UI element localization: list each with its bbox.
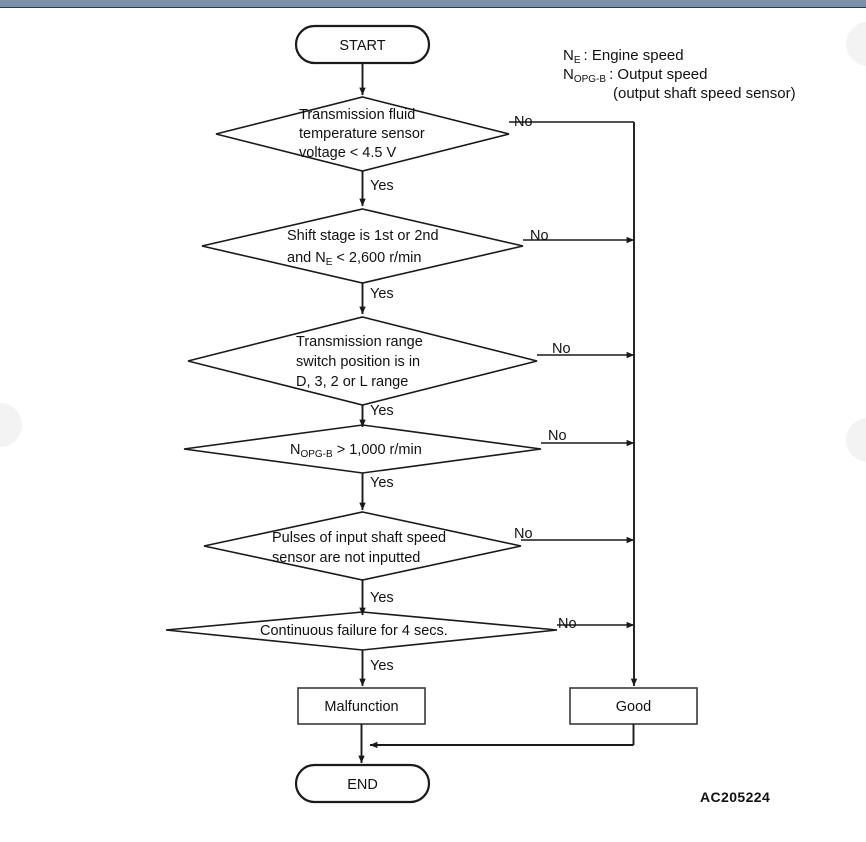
decision-2-yes-label: Yes <box>370 286 394 302</box>
decision-6-line-1: Continuous failure for 4 secs. <box>260 623 448 639</box>
node-decision-2: Shift stage is 1st or 2nd and NE < 2,600… <box>201 208 524 284</box>
decision-1-line-3: voltage < 4.5 V <box>299 145 396 161</box>
start-label: START <box>339 38 385 54</box>
next-page-nav-blob-top[interactable] <box>846 22 866 66</box>
node-start: START <box>294 24 431 65</box>
decision-4-prefix: N <box>290 442 300 458</box>
decision-1-yes-label: Yes <box>370 178 394 194</box>
node-decision-6: Continuous failure for 4 secs. <box>165 611 558 651</box>
decision-2-prefix: and N <box>287 250 326 266</box>
decision-4-no-label: No <box>548 428 567 444</box>
decision-3-yes-label: Yes <box>370 403 394 419</box>
decision-2-sub: E <box>326 257 333 268</box>
node-malfunction: Malfunction <box>297 687 426 725</box>
malfunction-label: Malfunction <box>324 699 398 715</box>
decision-6-yes-label: Yes <box>370 658 394 674</box>
end-label: END <box>347 777 378 793</box>
decision-1-no-label: No <box>514 114 533 130</box>
good-box-shape <box>569 687 698 725</box>
legend-line-3: (output shaft speed sensor) <box>613 85 796 102</box>
node-end: END <box>294 763 431 804</box>
decision-4-line-1: NOPG-B > 1,000 r/min <box>290 442 422 460</box>
decision-4-suffix: > 1,000 r/min <box>333 442 422 458</box>
decision-4-sub: OPG-B <box>300 449 333 460</box>
legend-sub-e: E <box>574 55 581 66</box>
decision-1-line-1: Transmission fluid <box>299 107 415 123</box>
node-decision-3: Transmission range switch position is in… <box>187 316 538 406</box>
legend-block: NE: Engine speed NOPG-B: Output speed (o… <box>563 47 796 102</box>
decision-5-yes-label: Yes <box>370 590 394 606</box>
decision-5-shape <box>203 511 522 581</box>
decision-2-no-label: No <box>530 228 549 244</box>
decision-3-line-1: Transmission range <box>296 334 423 350</box>
decision-5-no-label: No <box>514 526 533 542</box>
legend-text-engine-speed: : Engine speed <box>584 47 684 64</box>
decision-6-no-label: No <box>558 616 577 632</box>
decision-5-line-2: sensor are not inputted <box>272 550 420 566</box>
decision-5-line-1: Pulses of input shaft speed <box>272 530 446 546</box>
prev-page-nav-blob[interactable] <box>0 403 22 447</box>
decision-2-suffix: < 2,600 r/min <box>332 250 421 266</box>
reference-code: AC205224 <box>700 789 770 805</box>
decision-2-line-1: Shift stage is 1st or 2nd <box>287 228 439 244</box>
decision-3-no-label: No <box>552 341 571 357</box>
malfunction-box-shape <box>297 687 426 725</box>
legend-line-2: NOPG-B: Output speed <box>563 66 707 85</box>
decision-1-line-2: temperature sensor <box>299 126 425 142</box>
node-decision-5: Pulses of input shaft speed sensor are n… <box>203 511 522 581</box>
next-page-nav-blob-mid[interactable] <box>846 418 866 462</box>
decision-3-line-2: switch position is in <box>296 354 420 370</box>
good-label: Good <box>616 699 651 715</box>
legend-line-1: NE: Engine speed <box>563 47 684 66</box>
decision-4-yes-label: Yes <box>370 475 394 491</box>
legend-sub-opgb: OPG-B <box>574 74 607 85</box>
node-decision-1: Transmission fluid temperature sensor vo… <box>215 96 510 172</box>
window-top-bar <box>0 0 866 8</box>
legend-symbol-ne: N <box>563 47 574 64</box>
node-good: Good <box>569 687 698 725</box>
end-terminal-shape <box>294 763 431 804</box>
legend-symbol-nopgb: N <box>563 66 574 83</box>
legend-text-output-speed: : Output speed <box>609 66 707 83</box>
decision-2-line-2: and NE < 2,600 r/min <box>287 250 421 268</box>
decision-3-line-3: D, 3, 2 or L range <box>296 374 408 390</box>
node-decision-4: NOPG-B > 1,000 r/min <box>183 424 542 474</box>
decision-2-shape <box>201 208 524 284</box>
